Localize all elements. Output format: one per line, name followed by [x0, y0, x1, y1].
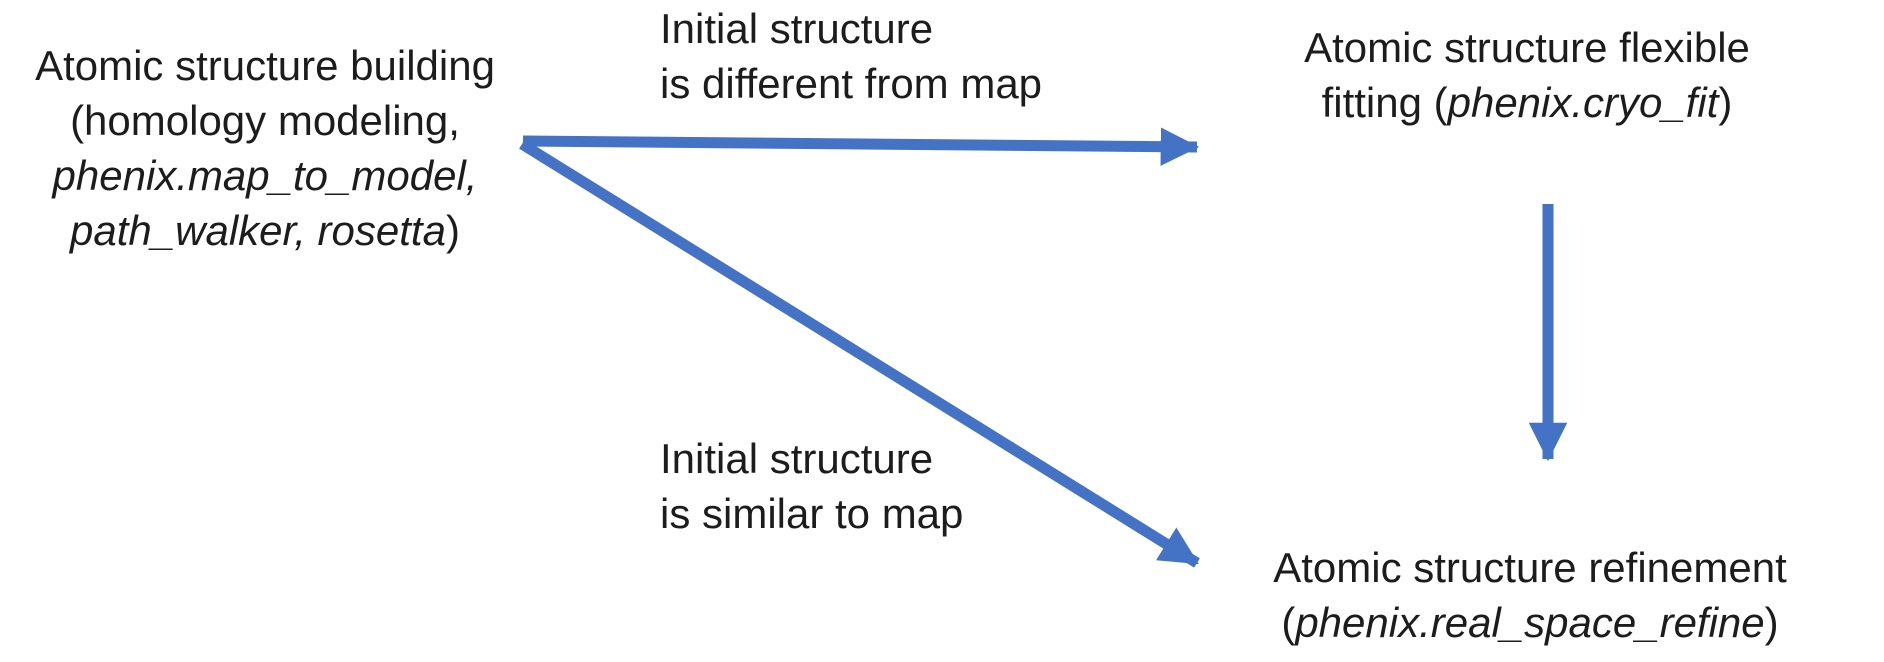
node-flexible-fitting-line2-tool: phenix.cryo_fit: [1447, 79, 1719, 126]
node-structure-building-line4-paren: ): [445, 207, 460, 254]
edge-label-different-from-map: Initial structure is different from map: [660, 1, 1042, 111]
node-structure-building-line1: Atomic structure building: [35, 42, 495, 89]
node-structure-refinement-line2-close-paren: ): [1764, 599, 1779, 646]
node-structure-building-line2: (homology modeling,: [70, 97, 460, 144]
edge-label-similar-to-map: Initial structure is similar to map: [660, 431, 963, 541]
node-structure-building: Atomic structure building (homology mode…: [0, 38, 530, 258]
node-structure-refinement-line2-tool: phenix.real_space_refine: [1295, 599, 1765, 646]
node-flexible-fitting-line2-paren: ): [1718, 79, 1733, 126]
node-structure-building-line4: path_walker, rosetta): [0, 203, 530, 258]
node-structure-refinement-line2-open-paren: (: [1281, 599, 1296, 646]
node-structure-refinement: Atomic structure refinement (phenix.real…: [1247, 540, 1813, 650]
arrow-building-to-fitting: [522, 127, 1200, 166]
node-flexible-fitting: Atomic structure flexible fitting (pheni…: [1257, 20, 1797, 130]
edge-label-similar-line2: is similar to map: [660, 490, 964, 537]
node-flexible-fitting-line1: Atomic structure flexible: [1304, 24, 1750, 71]
node-structure-refinement-line2: (phenix.real_space_refine): [1247, 595, 1813, 650]
node-flexible-fitting-line2: fitting (phenix.cryo_fit): [1257, 75, 1797, 130]
node-structure-building-line4-tools: path_walker, rosetta: [70, 207, 446, 254]
edge-label-similar-line1: Initial structure: [660, 435, 934, 482]
node-structure-refinement-line1: Atomic structure refinement: [1273, 544, 1787, 591]
node-flexible-fitting-line2-prefix: fitting (: [1321, 79, 1448, 126]
edge-label-different-line1: Initial structure: [660, 5, 934, 52]
edge-label-different-line2: is different from map: [660, 60, 1043, 107]
node-structure-building-line3: phenix.map_to_model,: [52, 152, 478, 199]
